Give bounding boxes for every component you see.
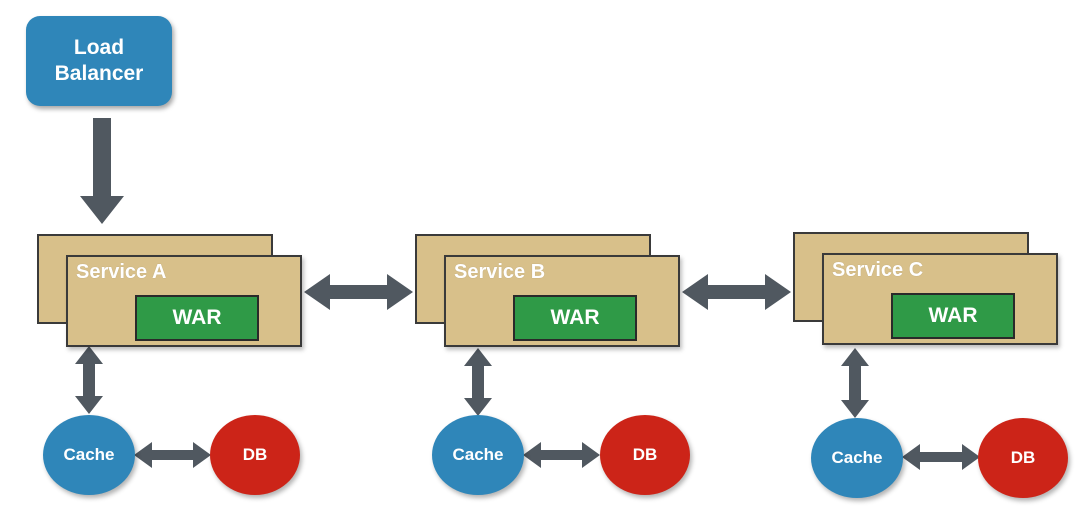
service-a-cache-arrow bbox=[75, 346, 103, 414]
service-c-war: WAR bbox=[891, 293, 1015, 339]
service-b-label: Service B bbox=[454, 261, 546, 283]
service-c-label: Service C bbox=[832, 259, 924, 281]
cache-db-arrow-c bbox=[902, 444, 980, 470]
service-c-cache-arrow bbox=[841, 348, 869, 418]
service-b-c-arrow bbox=[682, 274, 791, 310]
service-b-cache-arrow bbox=[464, 348, 492, 416]
service-a-war: WAR bbox=[135, 295, 259, 341]
service-a-label: Service A bbox=[76, 261, 167, 283]
cache-db-arrow-a bbox=[134, 442, 211, 468]
service-a-b-arrow bbox=[304, 274, 413, 310]
service-b-node: Service B WAR bbox=[444, 255, 680, 347]
service-b-db-node: DB bbox=[600, 415, 690, 495]
service-a-node: Service A WAR bbox=[66, 255, 302, 347]
load-balancer-node: Load Balancer bbox=[26, 16, 172, 106]
load-balancer-label-line1: Load bbox=[73, 36, 125, 59]
service-c-db-node: DB bbox=[978, 418, 1068, 498]
service-c-node: Service C WAR bbox=[822, 253, 1058, 345]
lb-to-service-a-arrow bbox=[80, 118, 124, 224]
cache-db-arrow-b bbox=[523, 442, 600, 468]
service-b-war: WAR bbox=[513, 295, 637, 341]
load-balancer-label-line2: Balancer bbox=[54, 62, 144, 85]
service-b-cache-node: Cache bbox=[432, 415, 524, 495]
service-a-db-node: DB bbox=[210, 415, 300, 495]
service-c-cache-node: Cache bbox=[811, 418, 903, 498]
service-a-cache-node: Cache bbox=[43, 415, 135, 495]
